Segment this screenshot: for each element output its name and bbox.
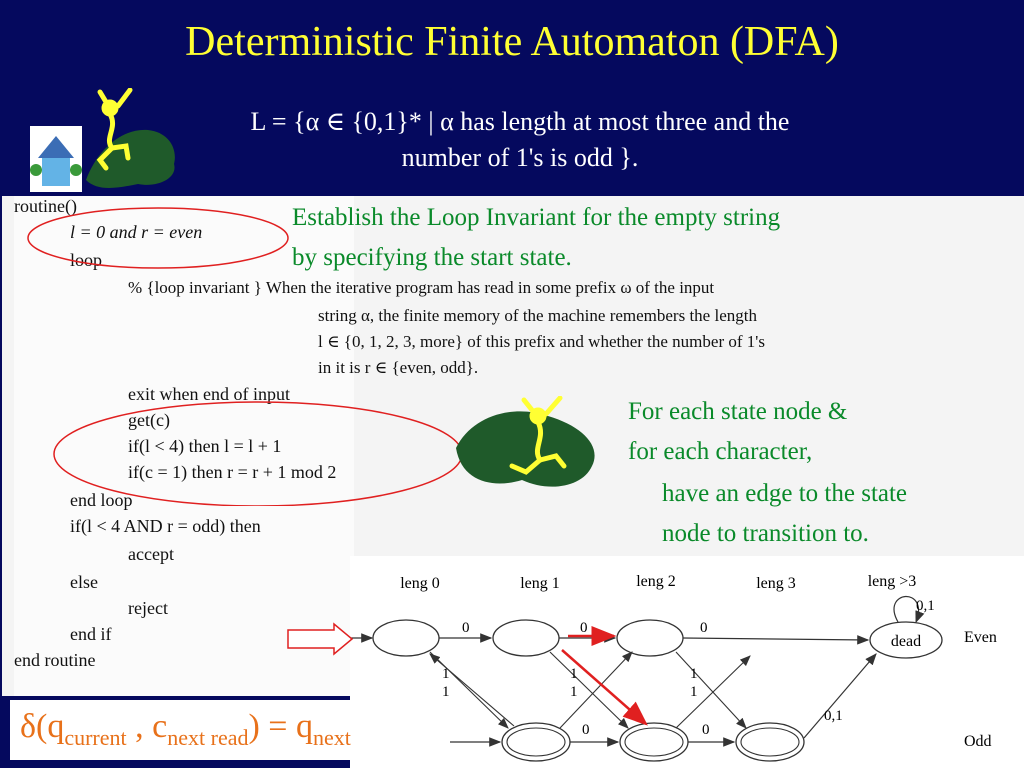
edge-note-line-1: For each state node &: [628, 398, 848, 425]
dfa-diagram: leng 0 leng 1 leng 2 leng 3 leng >3 Even…: [350, 573, 997, 762]
state-dead-label: dead: [891, 633, 921, 650]
code-line-8: get(c): [128, 410, 170, 430]
state-odd-3: [735, 722, 805, 762]
transition-function-formula: δ(qcurrent , cnext read) = qnext: [20, 708, 351, 751]
dfa-diagram-panel: [350, 556, 1024, 768]
language-definition: L = {α ∈ {0,1}* | α has length at most t…: [150, 104, 890, 176]
edge-label-c1a: 1: [442, 666, 450, 682]
code-line-2: loop: [70, 250, 103, 270]
code-line-5: l ∈ {0, 1, 2, 3, more} of this prefix an…: [318, 332, 765, 351]
highlight-edge-even1-odd2: [561, 649, 648, 726]
tree-icon-2: [70, 164, 82, 176]
language-line-1: L = {α ∈ {0,1}* | α has length at most t…: [250, 107, 790, 136]
edge-label-dead-loop: 0,1: [916, 598, 935, 614]
edge-label-e23: 0: [700, 620, 708, 636]
formula-delta: δ(q: [20, 708, 65, 745]
code-line-7: exit when end of input: [128, 384, 290, 404]
hollow-arrow-icon: [287, 622, 354, 656]
row-label-even: Even: [964, 629, 997, 646]
edge-label-o12: 0: [582, 722, 590, 738]
start-indicator-arrow: [287, 622, 354, 656]
code-line-16: end if: [70, 624, 112, 644]
state-dead: [869, 621, 943, 659]
highlight-init-ellipse: [27, 207, 289, 269]
formula-sub-next-read: next read: [167, 724, 249, 750]
pseudocode-area: [14, 196, 354, 696]
code-line-15: reject: [128, 598, 168, 618]
edge-label-c3a: 1: [690, 666, 698, 682]
formula-sub-next: next: [312, 724, 351, 750]
invariant-note-line-1: Establish the Loop Invariant for the emp…: [292, 204, 781, 231]
code-line-3: % {loop invariant } When the iterative p…: [128, 278, 715, 297]
column-label-leng-2: leng 2: [636, 573, 676, 590]
invariant-note-line-2: by specifying the start state.: [292, 244, 572, 271]
edge-even1-odd2: [549, 651, 629, 729]
edge-even2-dead: [682, 635, 870, 645]
edge-label-c2a: 1: [570, 666, 578, 682]
state-odd-1: [501, 722, 571, 762]
column-label-leng-more: leng >3: [868, 573, 917, 590]
code-line-17: end routine: [14, 650, 96, 670]
edge-label-c1b: 1: [442, 684, 450, 700]
highlight-loop-ellipse: [53, 401, 463, 506]
edge-label-o23: 0: [702, 722, 710, 738]
formula-comma-c: , c: [126, 708, 168, 745]
edge-dead-self-loop: [893, 595, 925, 624]
edge-odd-even0: [429, 653, 515, 727]
code-line-12: if(l < 4 AND r = odd) then: [70, 516, 261, 536]
edge-label-c2b: 1: [570, 684, 578, 700]
code-highlights: [27, 207, 463, 506]
clipart-figure-middle: [456, 396, 595, 487]
green-blob-icon: [86, 129, 175, 188]
code-line-1: l = 0 and r = even: [70, 222, 203, 242]
code-line-4: string α, the finite memory of the machi…: [318, 306, 757, 325]
edge-odd3-dead: [803, 653, 877, 739]
column-label-leng-0: leng 0: [400, 575, 440, 592]
dancing-figure-icon-2: [509, 396, 567, 475]
code-line-9: if(l < 4) then l = l + 1: [128, 436, 282, 456]
tree-icon: [30, 164, 42, 176]
slide-title: Deterministic Finite Automaton (DFA): [185, 19, 839, 65]
row-label-odd: Odd: [964, 733, 992, 750]
code-line-10: if(c = 1) then r = r + 1 mod 2: [128, 462, 337, 482]
code-line-11: end loop: [70, 490, 133, 510]
edge-odd2-even3: [675, 655, 751, 729]
edge-note-line-2: for each character,: [628, 438, 813, 465]
state-even-0: [372, 619, 440, 657]
house-wall-icon: [42, 158, 70, 186]
column-label-leng-3: leng 3: [756, 575, 796, 592]
code-line-14: else: [70, 572, 98, 592]
edge-note-line-3: have an edge to the state: [662, 480, 908, 507]
code-line-0: routine(): [14, 196, 77, 216]
state-odd-2: [619, 722, 689, 762]
edge-odd1-even2: [559, 651, 633, 729]
state-even-2: [616, 619, 684, 657]
green-blob-icon-2: [456, 411, 595, 487]
edge-note-line-4: node to transition to.: [662, 520, 869, 547]
edge-even2-odd3: [675, 651, 747, 729]
edge-label-e01: 0: [462, 620, 470, 636]
edge-label-e12: 0: [580, 620, 588, 636]
house-roof-icon: [38, 136, 74, 158]
language-line-2: number of 1's is odd }.: [401, 143, 639, 172]
formula-equals-q: ) = q: [248, 708, 313, 745]
edge-label-c3b: 1: [690, 684, 698, 700]
formula-box: [10, 700, 450, 760]
edge-label-odd-to-dead: 0,1: [824, 708, 843, 724]
clipart-house-and-figure: [30, 88, 175, 192]
dancing-figure-icon: [96, 88, 133, 171]
formula-sub-current: current: [64, 724, 127, 750]
column-label-leng-1: leng 1: [520, 575, 560, 592]
code-line-13: accept: [128, 544, 174, 564]
state-even-1: [492, 619, 560, 657]
code-line-6: in it is r ∈ {even, odd}.: [318, 358, 479, 377]
